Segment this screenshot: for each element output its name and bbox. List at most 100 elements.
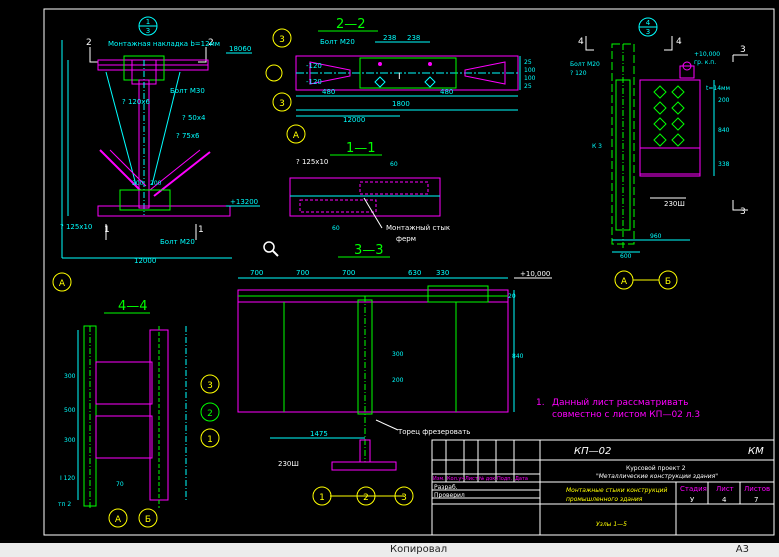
node-1-marker-num: 1	[146, 18, 150, 26]
dim-2-2-right-3: 100	[524, 75, 536, 82]
dim-1-1-top: 60	[390, 161, 398, 168]
axis-2-2-c: А	[293, 131, 300, 141]
axis-b-right: Б	[665, 277, 671, 287]
node-1-marker-den: 3	[146, 27, 150, 35]
dim-right-2: 840	[718, 127, 730, 134]
dim-4-4-3: 300	[64, 437, 76, 444]
label-pipe-3: ? 75х6	[176, 132, 200, 140]
dim-2-2-right-2: 100	[524, 67, 536, 74]
label-elev-3-3: +10,000	[520, 270, 550, 278]
label-col-3-3: 230Ш	[278, 460, 299, 468]
axis-2-2-a: 3	[279, 35, 285, 45]
dim-3-3-side-1: 20	[508, 293, 516, 300]
tb-code-right: КМ	[748, 446, 764, 457]
axis-a-node-1: А	[59, 279, 66, 289]
label-joint-2: ферм	[396, 235, 416, 243]
axis-4-4-v1: 3	[207, 381, 213, 391]
dim-3-3-3: 700	[342, 269, 355, 277]
dim-2-2-mid-2: 480	[440, 88, 453, 96]
axis-4-4-v3: 1	[207, 435, 213, 445]
span-node-1: 12000	[134, 257, 156, 265]
title-3-3: 3—3	[354, 243, 384, 258]
label-elev-bottom: +13200	[230, 198, 258, 206]
label-angle-1-1: ? 125х10	[296, 158, 328, 166]
svg-text:I: I	[398, 72, 401, 82]
label-bolt-2-2: Болт М20	[320, 38, 355, 46]
note-line-1: Данный лист рассматривать	[552, 398, 688, 408]
tb-col-4: № док.	[479, 476, 497, 482]
label-ref-right: гр. к.п.	[694, 59, 716, 66]
dim-right-5: 600	[620, 253, 632, 260]
node-4-marker-den: 3	[646, 28, 650, 36]
general-note: 1. Данный лист рассматривать совместно с…	[536, 398, 700, 420]
tb-code: КП—02	[574, 446, 611, 457]
dim-3-3-bottom: 1475	[310, 430, 328, 438]
label-pipe-1: ? 120х6	[122, 98, 150, 106]
sheet-frame	[43, 8, 775, 536]
dim-2-2-top-2: 238	[407, 34, 420, 42]
node-4-marker-num: 4	[646, 19, 651, 27]
dim-right-1: 200	[718, 97, 730, 104]
axis-2-2-b: 3	[279, 99, 285, 109]
tb-col-3: Лист	[465, 476, 478, 482]
tb-stage-label: Стадия	[680, 485, 707, 493]
axis-4-4-v2: 2	[207, 409, 213, 419]
tb-stage-val: У	[690, 496, 695, 504]
tb-col-6: Дата	[515, 476, 528, 482]
status-sheet-format: А3	[735, 544, 749, 555]
dim-4-4-1: 300	[64, 373, 76, 380]
tb-drawing-1: Монтажные стыки конструкций	[566, 487, 668, 494]
label-col-right: 230Ш	[664, 200, 685, 208]
tb-col-2: Кол.уч	[447, 476, 464, 482]
cut-1-right: 1	[198, 225, 204, 235]
label-col-4-4: тп 2	[58, 501, 71, 508]
label-elev-right: +10,000	[694, 51, 720, 58]
dim-right-4: 960	[650, 233, 662, 240]
dim-3-3-1: 700	[250, 269, 263, 277]
label-pipe-2: ? 50х4	[182, 114, 206, 122]
title-4-4: 4—4	[118, 299, 148, 314]
dim-3-3-side-4: 840	[512, 353, 524, 360]
label-t-right: t=14мм	[706, 85, 730, 92]
node-1-view: 1 3 2 2 Монтажная накладка b=12мм 18060 …	[52, 16, 260, 292]
dim-3-3-side-2: 300	[392, 351, 404, 358]
label-angle: ? 125х10	[60, 223, 92, 231]
dim-3-3-2: 700	[296, 269, 309, 277]
axis-3-3-1: 1	[319, 493, 325, 503]
dim-node-b: 200	[150, 180, 162, 187]
tb-sheet-sub: Узлы 1—5	[596, 521, 627, 528]
dim-2-2-left-a: -120	[306, 62, 322, 70]
dim-4-4-4: 70	[116, 481, 124, 488]
tb-sheets-label: Листов	[744, 485, 770, 493]
label-plate: Монтажная накладка b=12мм	[108, 40, 220, 48]
label-bolt-bottom: Болт М20	[160, 238, 195, 246]
cut-4-left: 4	[578, 37, 584, 47]
title-2-2: 2—2	[336, 17, 366, 32]
cut-4-right: 4	[676, 37, 682, 47]
axis-a-right: А	[621, 277, 628, 287]
tb-role-2: Проверил	[434, 492, 465, 499]
zoom-cursor-icon[interactable]	[262, 240, 280, 258]
dim-2-2-mid-1: 480	[322, 88, 335, 96]
cut-3-top: 3	[740, 45, 746, 55]
drawing-canvas[interactable]: 1 3 2 2 Монтажная накладка b=12мм 18060 …	[0, 0, 779, 543]
axis-4-4-h1: А	[115, 515, 122, 525]
dim-2-2-right-1: 25	[524, 59, 532, 66]
tb-col-1: Изм.	[433, 476, 445, 482]
dim-2-2-top-1: 238	[383, 34, 396, 42]
dim-node-a: 200	[132, 180, 144, 187]
tb-project-1: Курсовой проект 2	[626, 465, 686, 472]
section-1-1-view: 1—1 ? 125х10 60 60 Монтажный стык ферм	[289, 141, 450, 243]
dim-3-3-5: 330	[436, 269, 449, 277]
axis-3-3-3: 3	[401, 493, 407, 503]
tb-col-5: Подп.	[497, 476, 513, 482]
tb-role-1: Разраб.	[434, 484, 458, 491]
label-bolt-top: Болт М30	[170, 87, 205, 95]
axis-4-4-h2: Б	[145, 515, 151, 525]
tb-sheets-val: 7	[754, 496, 758, 504]
dim-2-2-bottom: 1800	[392, 100, 410, 108]
dim-1-1-bottom: 60	[332, 225, 340, 232]
section-3-3-view: 3—3 700 700 700 630 330 +10,000 20 300 2…	[237, 243, 552, 506]
cut-1-left: 1	[104, 225, 110, 235]
